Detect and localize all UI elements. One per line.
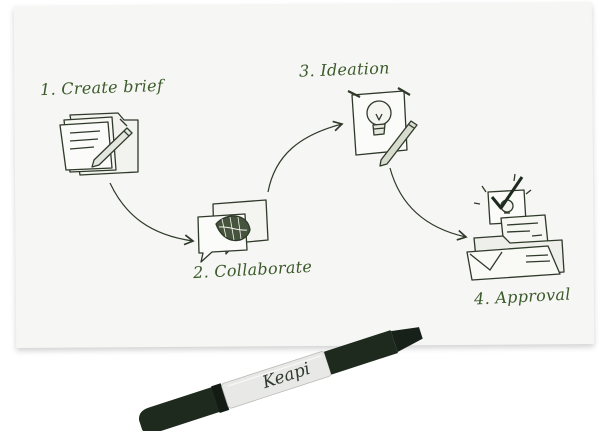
folder-pen-icon [59, 112, 139, 176]
speech-bubbles-icon [197, 199, 269, 263]
arrow-ideation-to-approval [389, 167, 468, 241]
marker-cap-ring [211, 383, 230, 413]
marker-tip [390, 327, 423, 352]
lightbulb-note-icon [347, 87, 418, 167]
arrow-collaborate-to-ideation [267, 120, 344, 193]
marker-body [323, 330, 398, 375]
arrow-brief-to-collaborate [109, 182, 195, 246]
approved-folder-icon [466, 173, 565, 281]
marker-cap [139, 385, 226, 431]
